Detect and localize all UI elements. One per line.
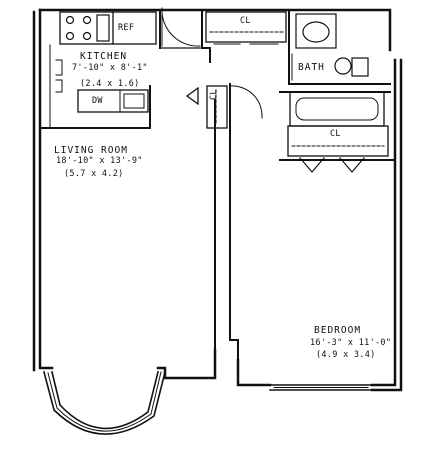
bedroom-dims-imperial: 16'-3" x 11'-0" — [310, 338, 392, 348]
closet-top-label: CL — [240, 16, 251, 26]
entry-door — [159, 7, 201, 49]
living-room-name: LIVING ROOM — [54, 145, 128, 156]
bedroom-window — [269, 384, 373, 391]
bedroom-name: BEDROOM — [314, 325, 362, 336]
bathroom — [289, 13, 385, 127]
closet-bedroom-label: CL — [330, 129, 341, 139]
refrigerator-label: REF — [118, 23, 135, 33]
closet-bedroom — [287, 125, 389, 173]
living-room-dims-metric: (5.7 x 4.2) — [64, 169, 124, 179]
kitchen-dims-imperial: 7'-10" x 8'-1" — [72, 63, 148, 73]
closet-hall — [185, 85, 263, 129]
closet-hall-label: CL — [209, 89, 219, 100]
closet-top — [205, 11, 287, 45]
bay-window — [43, 371, 166, 435]
kitchen-counter — [49, 11, 157, 129]
dishwasher-label: DW — [92, 96, 103, 106]
kitchen-dims-metric: (2.4 x 1.6) — [80, 79, 140, 89]
exterior-walls — [32, 8, 403, 392]
kitchen-name: KITCHEN — [80, 51, 128, 62]
bath-label: BATH — [298, 62, 325, 73]
living-room-dims-imperial: 18'-10" x 13'-9" — [56, 156, 143, 166]
bedroom-dims-metric: (4.9 x 3.4) — [316, 350, 376, 360]
